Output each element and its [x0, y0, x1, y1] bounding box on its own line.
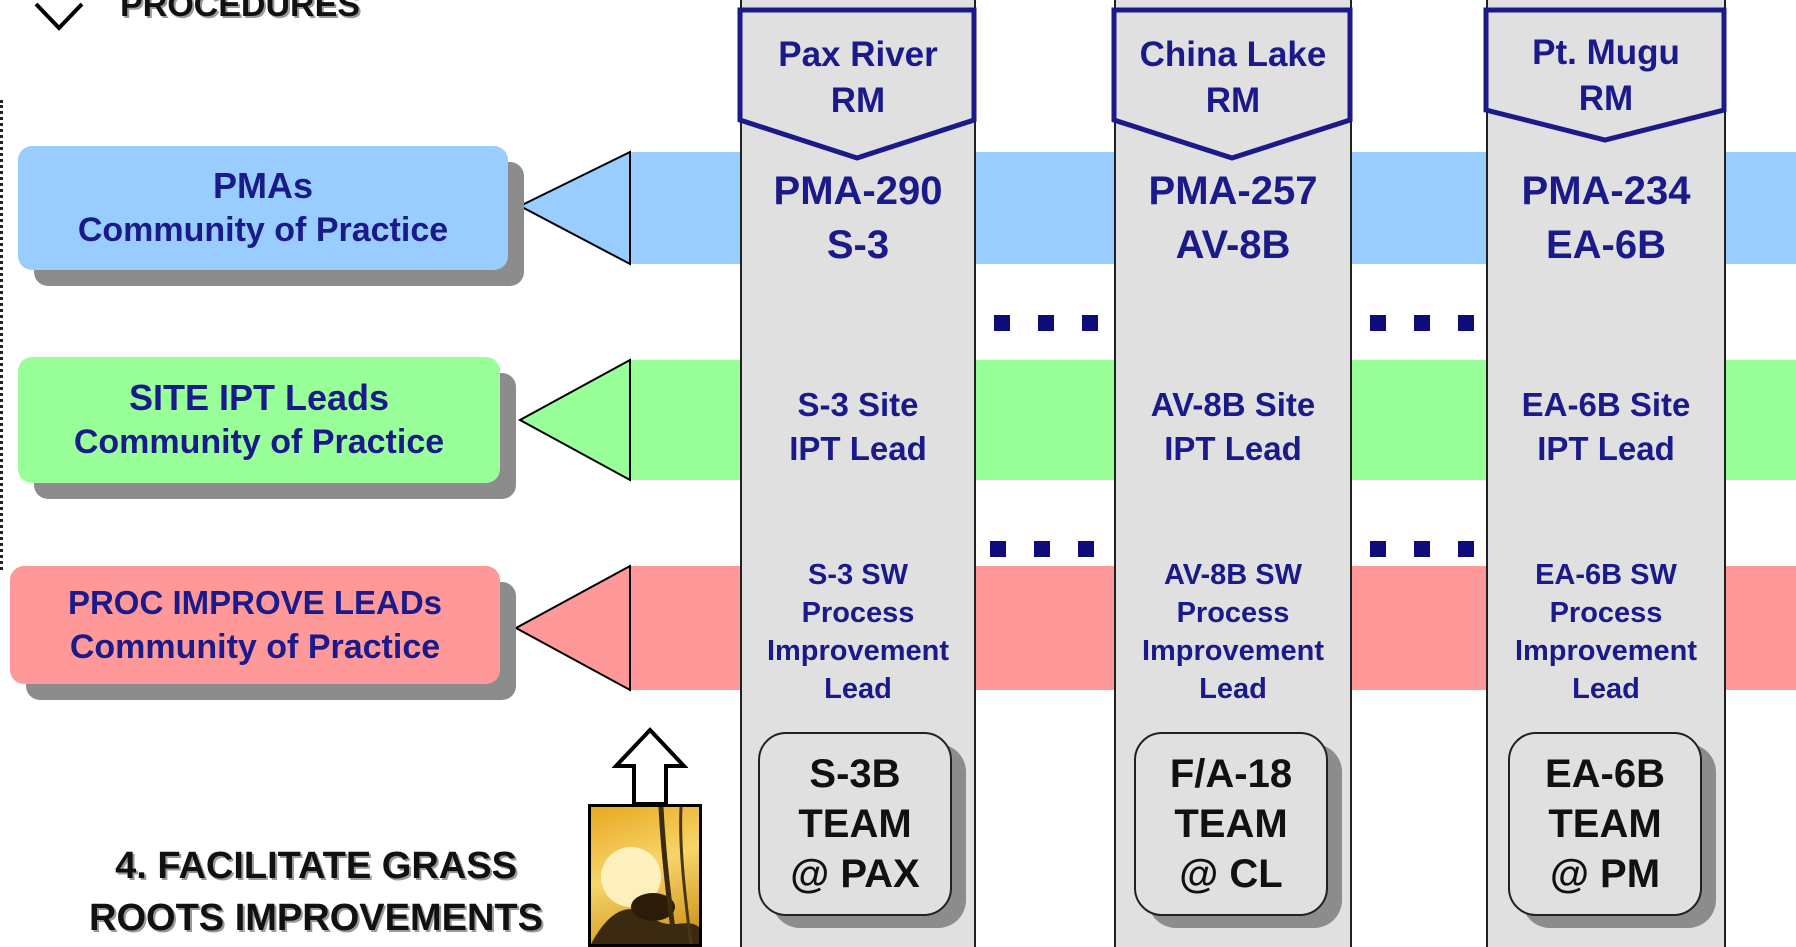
proc-line-4: Lead — [824, 673, 892, 705]
ipt-line-2: IPT Lead — [1164, 430, 1302, 467]
proc-line-2: Process — [1176, 597, 1290, 629]
proc-line-2: Process — [801, 597, 915, 629]
pma-line-1: PMA-257 — [1148, 169, 1318, 213]
label-subtitle: Community of Practice — [77, 211, 449, 249]
pma-line-2: EA-6B — [1545, 223, 1667, 267]
proc-line-4: Lead — [1572, 673, 1640, 705]
triangle-down-icon — [34, 2, 84, 31]
header-pt-mugu: Pt. Mugu RM — [1486, 30, 1726, 122]
pma-pax: PMA-290 S-3 — [740, 164, 976, 272]
team-line-2: TEAM — [1174, 802, 1288, 846]
header-line-1: Pax River — [778, 35, 938, 74]
team-line-3: @ PAX — [790, 852, 920, 896]
pma-cl: PMA-257 AV-8B — [1114, 164, 1352, 272]
ipt-line-2: IPT Lead — [1537, 430, 1675, 467]
procedures-heading: PROCEDURES — [120, 0, 360, 24]
pma-line-1: PMA-290 — [773, 169, 943, 213]
proc-line-3: Improvement — [766, 635, 950, 667]
proc-line-2: Process — [1549, 597, 1663, 629]
header-line-2: RM — [830, 81, 886, 120]
ellipsis-dots — [1370, 296, 1502, 341]
proc-line-1: AV-8B SW — [1163, 559, 1303, 591]
proc-line-1: EA-6B SW — [1535, 559, 1677, 591]
label-title: PMAs — [212, 165, 314, 206]
label-title: PROC IMPROVE LEADs — [67, 584, 443, 621]
left-edge-marks — [0, 100, 9, 570]
up-arrow-icon — [612, 727, 688, 806]
caption-line-2: ROOTS IMPROVEMENTS — [89, 897, 543, 939]
ipt-cl: AV-8B Site IPT Lead — [1114, 383, 1352, 471]
ellipsis-dots — [1370, 522, 1502, 567]
label-subtitle: Community of Practice — [73, 423, 445, 461]
team-box-cl: F/A-18 TEAM @ CL — [1134, 732, 1328, 916]
ipt-line-1: S-3 Site — [797, 386, 919, 423]
ipt-line-1: EA-6B Site — [1521, 386, 1691, 423]
ipt-line-2: IPT Lead — [789, 430, 927, 467]
team-line-3: @ CL — [1179, 852, 1283, 896]
pma-community-label: PMAs Community of Practice — [18, 146, 508, 270]
header-line-2: RM — [1578, 79, 1634, 118]
team-line-2: TEAM — [1548, 802, 1662, 846]
ellipsis-dots — [990, 522, 1122, 567]
grass-roots-caption: 4. FACILITATE GRASS ROOTS IMPROVEMENTS — [56, 840, 576, 944]
ipt-pm: EA-6B Site IPT Lead — [1486, 383, 1726, 471]
team-line-1: F/A-18 — [1169, 752, 1293, 796]
grass-roots-image — [588, 804, 702, 947]
proc-cl: AV-8B SW Process Improvement Lead — [1114, 556, 1352, 708]
ellipsis-dots — [994, 296, 1126, 341]
site-ipt-community-label: SITE IPT Leads Community of Practice — [18, 357, 500, 483]
proc-pax: S-3 SW Process Improvement Lead — [740, 556, 976, 708]
label-title: SITE IPT Leads — [128, 377, 390, 418]
pma-pm: PMA-234 EA-6B — [1486, 164, 1726, 272]
header-china-lake: China Lake RM — [1114, 32, 1352, 124]
team-line-3: @ PM — [1549, 852, 1661, 896]
header-line-1: China Lake — [1139, 35, 1327, 74]
team-line-1: EA-6B — [1544, 752, 1666, 796]
team-line-2: TEAM — [798, 802, 912, 846]
proc-line-3: Improvement — [1141, 635, 1325, 667]
grass-roots-illustration — [591, 807, 699, 944]
caption-line-1: 4. FACILITATE GRASS — [115, 845, 517, 887]
pma-line-1: PMA-234 — [1521, 169, 1691, 213]
header-line-2: RM — [1205, 81, 1261, 120]
team-box-pax: S-3B TEAM @ PAX — [758, 732, 952, 916]
proc-line-4: Lead — [1199, 673, 1267, 705]
proc-line-3: Improvement — [1514, 635, 1698, 667]
proc-improve-community-label: PROC IMPROVE LEADs Community of Practice — [10, 566, 500, 684]
ipt-line-1: AV-8B Site — [1150, 386, 1316, 423]
proc-pm: EA-6B SW Process Improvement Lead — [1486, 556, 1726, 708]
pma-line-2: S-3 — [826, 223, 890, 267]
column-headers — [737, 7, 1727, 161]
band-connectors — [513, 150, 631, 692]
proc-line-1: S-3 SW — [808, 559, 908, 591]
pma-line-2: AV-8B — [1175, 223, 1291, 267]
team-line-1: S-3B — [809, 752, 901, 796]
header-pax-river: Pax River RM — [740, 32, 976, 124]
label-subtitle: Community of Practice — [69, 628, 441, 666]
ipt-pax: S-3 Site IPT Lead — [740, 383, 976, 471]
team-box-pm: EA-6B TEAM @ PM — [1508, 732, 1702, 916]
header-line-1: Pt. Mugu — [1532, 33, 1680, 72]
